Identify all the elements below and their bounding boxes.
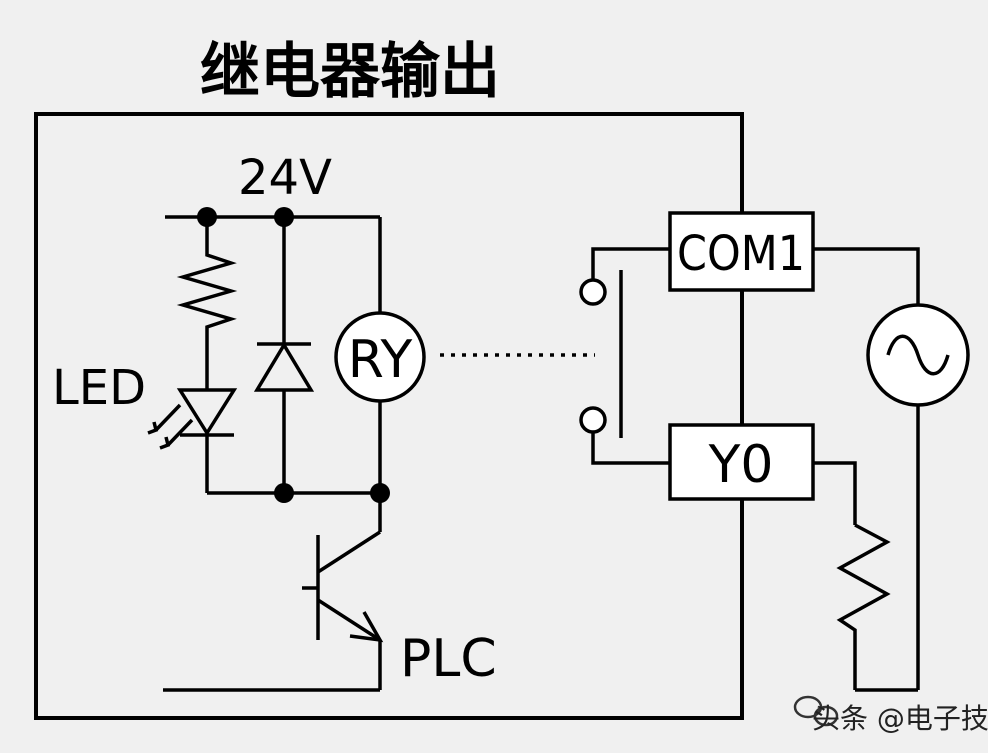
- com1-terminal: [668, 211, 815, 292]
- load-resistor-icon: [836, 523, 891, 690]
- watermark: 头条 @电子技术控: [812, 702, 988, 735]
- diagram-title: 继电器输出: [200, 37, 500, 107]
- plc-label: PLC: [400, 629, 497, 689]
- external-circuit: [813, 247, 920, 692]
- relay-label: RY: [348, 330, 413, 390]
- com1-label: COM1: [677, 226, 805, 282]
- transistor-icon: [163, 493, 384, 692]
- relay-contact-icon: [579, 247, 670, 465]
- resistor-icon: [176, 217, 238, 390]
- led-label: LED: [52, 360, 146, 416]
- y0-label: Y0: [708, 435, 774, 495]
- voltage-label: 24V: [238, 150, 332, 206]
- watermark-logo-icon: [793, 695, 839, 727]
- relay-coil-icon: [334, 311, 426, 493]
- ac-source-icon: [866, 303, 970, 407]
- plc-enclosure: [34, 112, 744, 720]
- diode-icon: [253, 217, 315, 493]
- led-icon: [147, 388, 238, 493]
